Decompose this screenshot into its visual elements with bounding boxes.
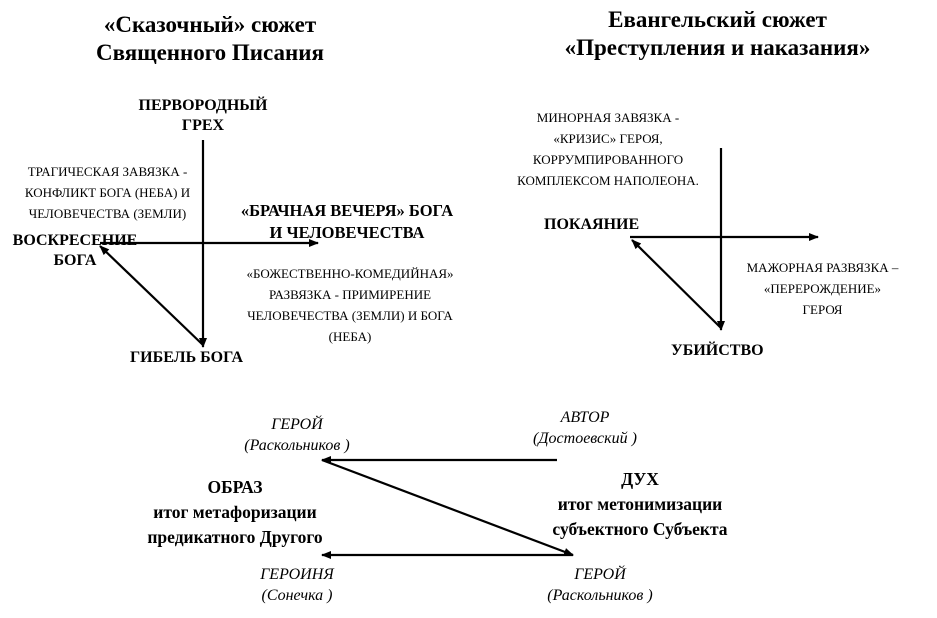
hero-bottom-label: ГЕРОЙ (Раскольников ) [547,566,653,604]
minor-tie-label: МИНОРНАЯ ЗАВЯЗКА - «КРИЗИС» ГЕРОЯ, КОРРУ… [517,110,699,188]
spirit-block-label: ДУХ итог метонимизации субъектного Субъе… [552,469,728,539]
right-title-line2: «Преступления и наказания» [564,35,871,60]
hero-top-label: ГЕРОЙ (Раскольников ) [244,416,350,454]
image-block-label: ОБРАЗ итог метафоризации предикатного Др… [147,477,323,547]
resurrection-label: ВОСКРЕСЕНИЕ БОГА [12,232,138,269]
right-title: Евангельский сюжет «Преступления и наказ… [530,6,905,62]
left-diagonal-arrow [99,245,204,346]
heroine-label: ГЕРОИНЯ (Сонечка ) [260,566,334,604]
original-sin-label: ПЕРВОРОДНЫЙ ГРЕХ [138,97,268,134]
tragic-tie-label: ТРАГИЧЕСКАЯ ЗАВЯЗКА - КОНФЛИКТ БОГА (НЕБ… [24,164,191,221]
wedding-feast-label: «БРАЧНАЯ ВЕЧЕРЯ» БОГА И ЧЕЛОВЕЧЕСТВА [240,201,454,242]
murder-label: УБИЙСТВО [671,342,764,359]
right-title-line1: Евангельский сюжет [608,7,827,32]
right-diagonal-arrow [631,239,722,329]
comic-resolution-label: «БОЖЕСТВЕННО-КОМЕДИЙНАЯ» РАЗВЯЗКА - ПРИМ… [246,266,454,344]
left-title: «Сказочный» сюжет Священного Писания [60,11,360,67]
left-title-line2: Священного Писания [95,40,324,65]
author-label: АВТОР (Достоевский ) [533,409,637,447]
hero-diagonal-arrow [321,458,574,557]
major-resolution-label: МАЖОРНАЯ РАЗВЯЗКА – «ПЕРЕРОЖДЕНИЕ» ГЕРОЯ [746,260,899,317]
repentance-label: ПОКАЯНИЕ [544,216,640,233]
left-title-line1: «Сказочный» сюжет [103,12,317,37]
death-of-god-label: ГИБЕЛЬ БОГА [130,349,244,366]
